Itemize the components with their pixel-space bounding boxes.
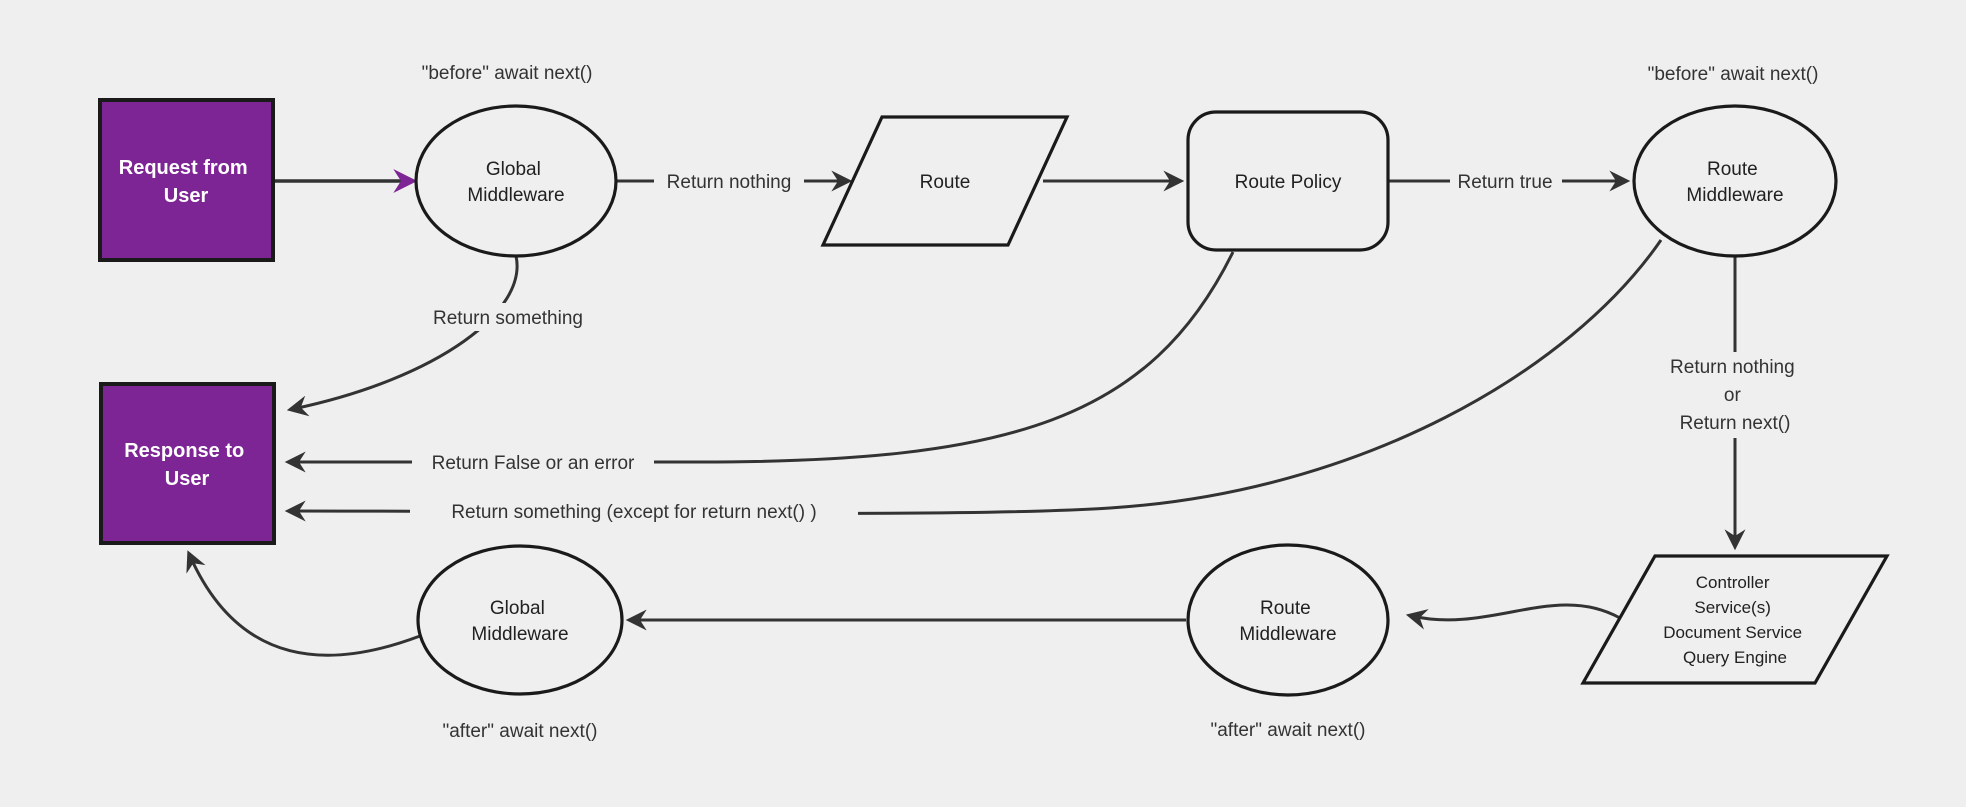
edge-label-return-false: Return False or an error	[432, 453, 635, 474]
edge-route-policy-return-false-to-response	[284, 251, 1235, 473]
edge-label-bg	[412, 448, 654, 476]
global-middleware-top-label: Global Middleware	[467, 159, 564, 206]
route-middleware-top-label: Route Middleware	[1686, 159, 1783, 206]
route-policy-label: Route Policy	[1235, 172, 1342, 193]
request-from-user-label: Request from User	[119, 157, 253, 207]
edge-label-return-true: Return true	[1457, 172, 1552, 193]
edge-label-backgrounds	[410, 167, 1816, 525]
controller-services-label: Controller Service(s) Document Service Q…	[1663, 573, 1807, 667]
label-after-await-next-middle: "after" await next()	[1211, 720, 1366, 741]
route-node	[820, 115, 1070, 247]
nodes: Request from User Response to User Globa…	[98, 98, 1890, 697]
label-before-await-next-right: "before" await next()	[1648, 64, 1819, 85]
controller-services-node	[1580, 554, 1890, 685]
global-middleware-bottom-node	[416, 544, 624, 696]
edge-label-return-something-except: Return something (except for return next…	[451, 502, 816, 523]
route-middleware-top-node	[1632, 104, 1838, 258]
label-before-await-next-left: "before" await next()	[422, 63, 593, 84]
edge-label-bg	[654, 167, 804, 195]
edge-label-bg	[414, 303, 602, 331]
route-middleware-bottom-node	[1186, 543, 1390, 697]
edge-label-bg	[410, 497, 858, 525]
route-label: Route	[920, 172, 971, 193]
response-to-user-node	[99, 382, 276, 545]
edge-label-return-nothing-or-next: Return nothing or Return next()	[1670, 357, 1800, 434]
edge-label-bg	[1450, 167, 1562, 195]
edge-global-middleware-return-something-to-response	[286, 255, 519, 417]
edge-label-return-nothing: Return nothing	[667, 172, 792, 193]
edge-label-return-something: Return something	[433, 308, 583, 329]
route-policy-node	[1186, 110, 1390, 252]
edge-label-bg	[1654, 352, 1816, 438]
edge-global-middleware-after-to-response	[186, 550, 421, 657]
route-middleware-bottom-label: Route Middleware	[1239, 598, 1336, 645]
global-middleware-bottom-label: Global Middleware	[471, 598, 568, 645]
global-middleware-top-node	[414, 104, 618, 258]
response-to-user-label: Response to User	[124, 440, 250, 490]
edge-labels: Return nothing Return true Return someth…	[422, 63, 1819, 742]
edge-controller-to-route-middleware-after	[1405, 603, 1621, 630]
request-from-user-node	[98, 98, 275, 262]
label-after-await-next-left: "after" await next()	[443, 721, 598, 742]
